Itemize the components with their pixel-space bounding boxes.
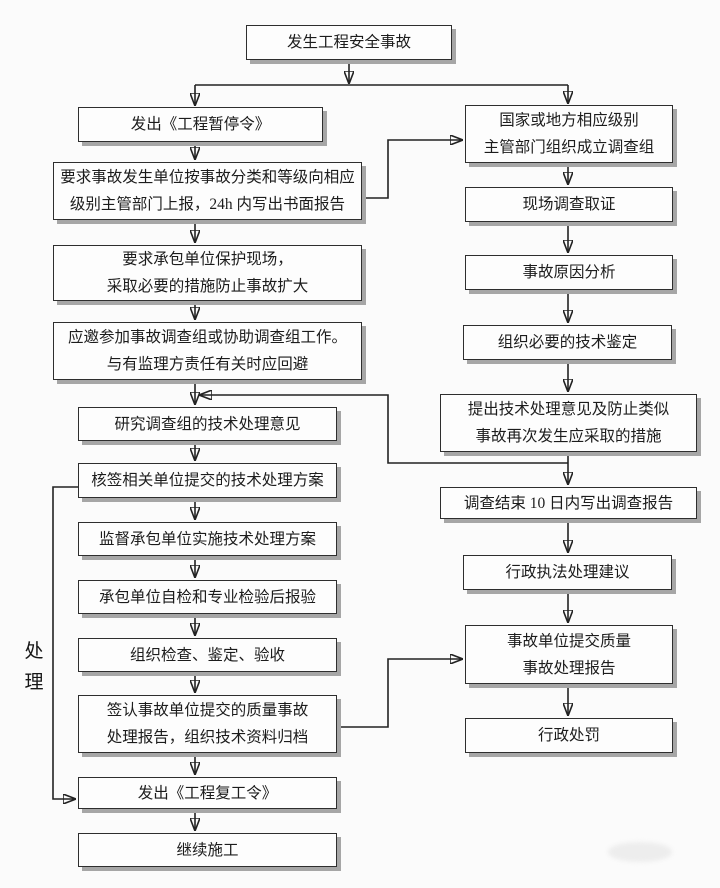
- flow-node-cause-analysis: 事故原因分析: [465, 255, 673, 290]
- flow-node-contractor-self-inspection: 承包单位自检和专业检验后报验: [78, 580, 337, 614]
- arrow-countersign-loop-to-resume: [52, 486, 78, 799]
- flow-node-supervise-implementation: 监督承包单位实施技术处理方案: [78, 522, 337, 556]
- arrow-opinion-to-study: [200, 395, 568, 464]
- flow-node-join-investigation: 应邀参加事故调查组或协助调查组工作。 与有监理方责任有关时应回避: [53, 322, 362, 380]
- flow-node-form-investigation-team: 国家或地方相应级别 主管部门组织成立调查组: [465, 105, 673, 163]
- arrow-report-to-team: [362, 140, 462, 199]
- flow-node-administrative-punishment: 行政处罚: [465, 718, 673, 753]
- flow-node-technical-appraisal: 组织必要的技术鉴定: [463, 325, 672, 360]
- flow-node-continue-construction: 继续施工: [78, 833, 337, 867]
- arrow-sign-to-quality-report: [337, 659, 462, 728]
- flow-node-law-enforcement-suggestion: 行政执法处理建议: [463, 555, 672, 590]
- flow-node-countersign-plan: 核签相关单位提交的技术处理方案: [78, 463, 337, 498]
- flow-node-site-evidence: 现场调查取证: [465, 187, 673, 222]
- flow-node-accident-occurs: 发生工程安全事故: [246, 25, 452, 60]
- flow-node-technical-opinion: 提出技术处理意见及防止类似 事故再次发生应采取的措施: [440, 394, 697, 452]
- watermark-smudge: [608, 842, 672, 862]
- flow-node-issue-suspension-order: 发出《工程暂停令》: [78, 107, 323, 142]
- handling-phase-label: 处 理: [24, 641, 44, 693]
- flow-node-protect-site: 要求承包单位保护现场， 采取必要的措施防止事故扩大: [53, 245, 362, 301]
- flow-node-issue-resume-order: 发出《工程复工令》: [78, 777, 337, 809]
- flow-node-organize-acceptance: 组织检查、鉴定、验收: [78, 638, 337, 672]
- flow-node-investigation-report-10days: 调查结束 10 日内写出调查报告: [440, 487, 697, 519]
- flow-node-study-opinion: 研究调查组的技术处理意见: [78, 407, 337, 441]
- flow-node-sign-quality-report-archive: 签认事故单位提交的质量事故 处理报告，组织技术资料归档: [78, 695, 337, 753]
- flow-node-require-unit-report: 要求事故发生单位按事故分类和等级向相应 级别主管部门上报，24h 内写出书面报告: [53, 162, 362, 220]
- flow-node-submit-quality-report: 事故单位提交质量 事故处理报告: [465, 625, 673, 684]
